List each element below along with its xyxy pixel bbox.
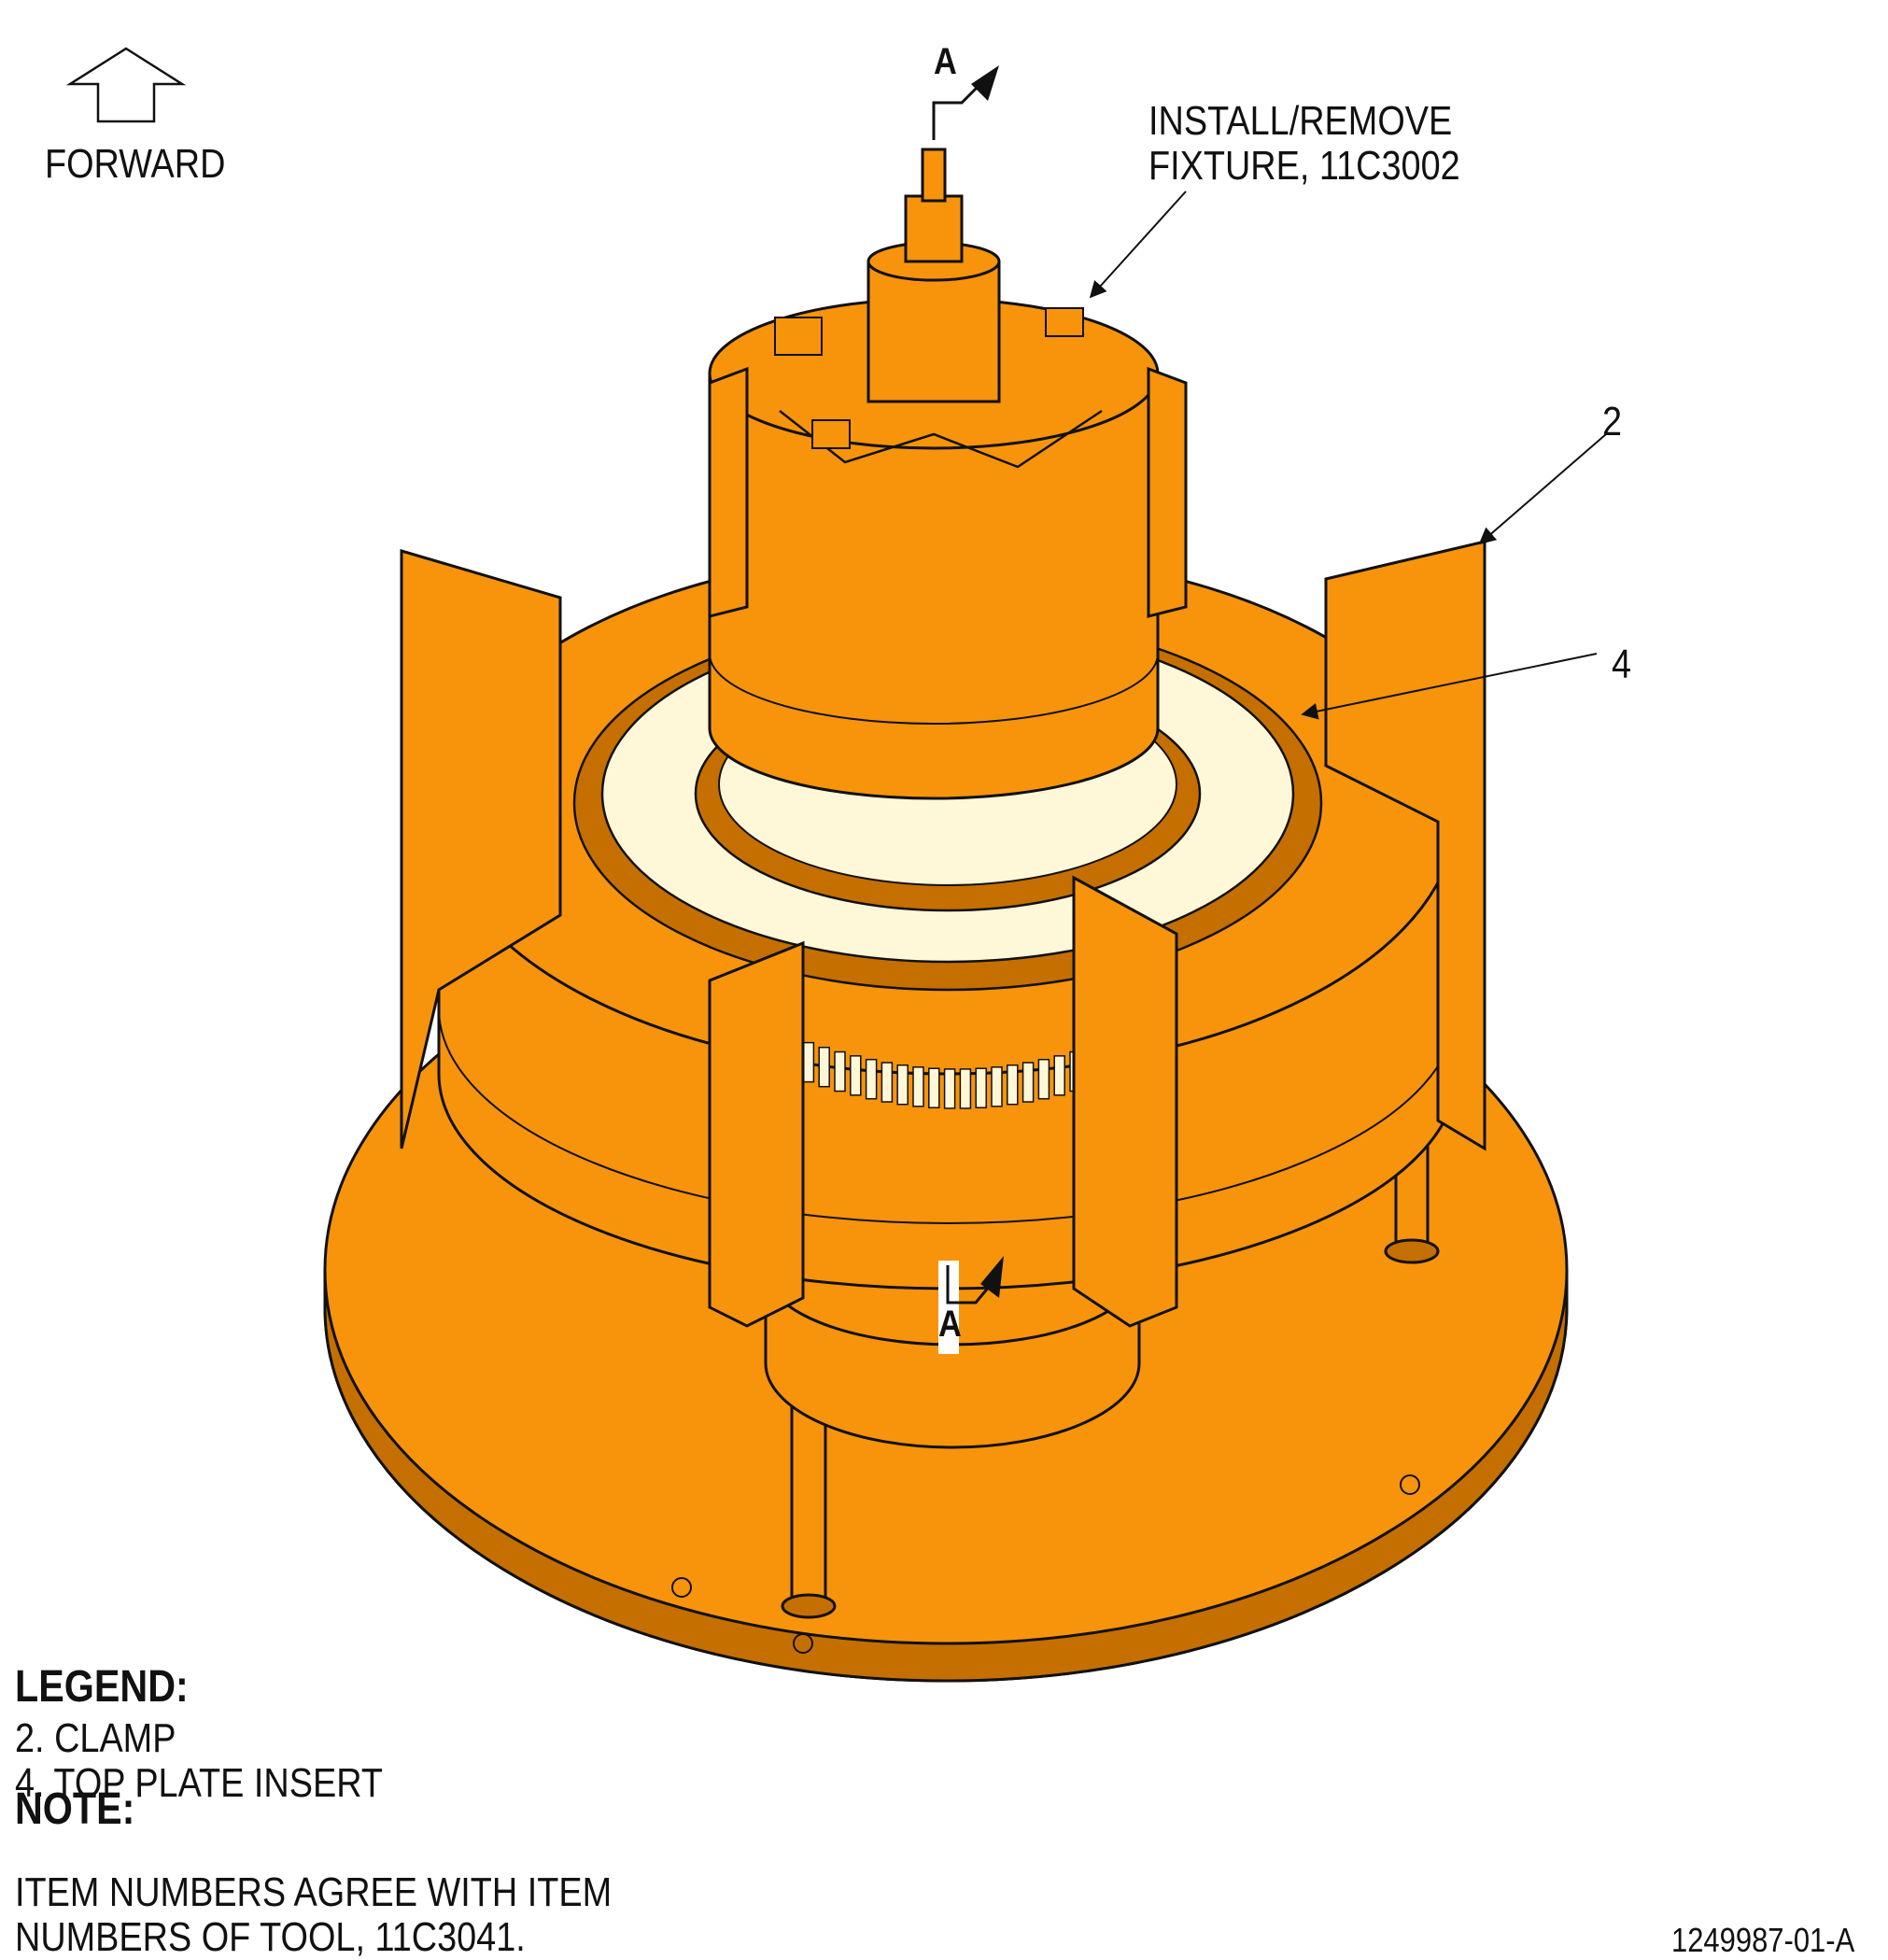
clamp-rear-right — [1147, 366, 1188, 618]
gear-tooth — [943, 1068, 956, 1109]
clamp-front-left — [708, 940, 805, 1328]
legend-item-clamp: 2. CLAMP — [15, 1715, 176, 1761]
leader-fixture — [1089, 190, 1187, 299]
note-line1: ITEM NUMBERS AGREE WITH ITEM — [15, 1869, 613, 1915]
gear-tooth — [881, 1062, 894, 1103]
note-title: NOTE: — [15, 1784, 135, 1834]
gear-tooth — [975, 1067, 987, 1108]
leader-clamp — [1478, 433, 1607, 545]
legend-title: LEGEND: — [15, 1662, 189, 1712]
callout-clamp: 2 — [1602, 399, 1623, 444]
gear-tooth — [834, 1051, 846, 1093]
note-line2: NUMBERS OF TOOL, 11C3041. — [15, 1914, 526, 1960]
forward-label: FORWARD — [45, 141, 226, 187]
gear-tooth — [959, 1068, 972, 1109]
gear-tooth — [1037, 1058, 1050, 1100]
gear-tooth — [802, 1041, 815, 1083]
clamp-left — [400, 548, 562, 1149]
section-mark-top — [932, 65, 999, 140]
section-mark-bottom — [938, 1256, 1004, 1354]
section-arrow-icon — [971, 65, 999, 101]
clamp-rear-left — [708, 366, 749, 618]
section-arrow-icon — [980, 1256, 1004, 1298]
gear-tooth — [818, 1046, 830, 1088]
arrow-up-outline-icon — [65, 47, 187, 123]
install-remove-fixture — [708, 148, 1160, 800]
gear-tooth — [896, 1064, 909, 1106]
callout-fixture-line2: FIXTURE, 11C3002 — [1148, 143, 1460, 189]
gear-tooth — [912, 1066, 924, 1107]
gear-tooth — [1021, 1062, 1035, 1103]
leader-top-plate-insert — [1301, 653, 1598, 720]
gear-tooth — [850, 1055, 862, 1096]
callout-fixture-line1: INSTALL/REMOVE — [1148, 98, 1453, 144]
figure-id: 1249987-01-A — [1671, 1921, 1855, 1959]
gear-tooth — [1007, 1064, 1019, 1106]
gear-tooth — [1053, 1055, 1065, 1096]
section-label-top: A — [934, 41, 957, 82]
gear-tooth — [865, 1058, 878, 1100]
gear-tooth — [991, 1066, 1003, 1107]
legend-item-top-plate-insert: 4. TOP PLATE INSERT — [15, 1760, 383, 1806]
clamp-front-right — [1072, 875, 1178, 1328]
clamps — [400, 366, 1486, 1328]
section-label-bottom: A — [938, 1304, 962, 1345]
callout-top-plate-insert: 4 — [1612, 642, 1632, 687]
gear-tooth — [928, 1067, 940, 1108]
